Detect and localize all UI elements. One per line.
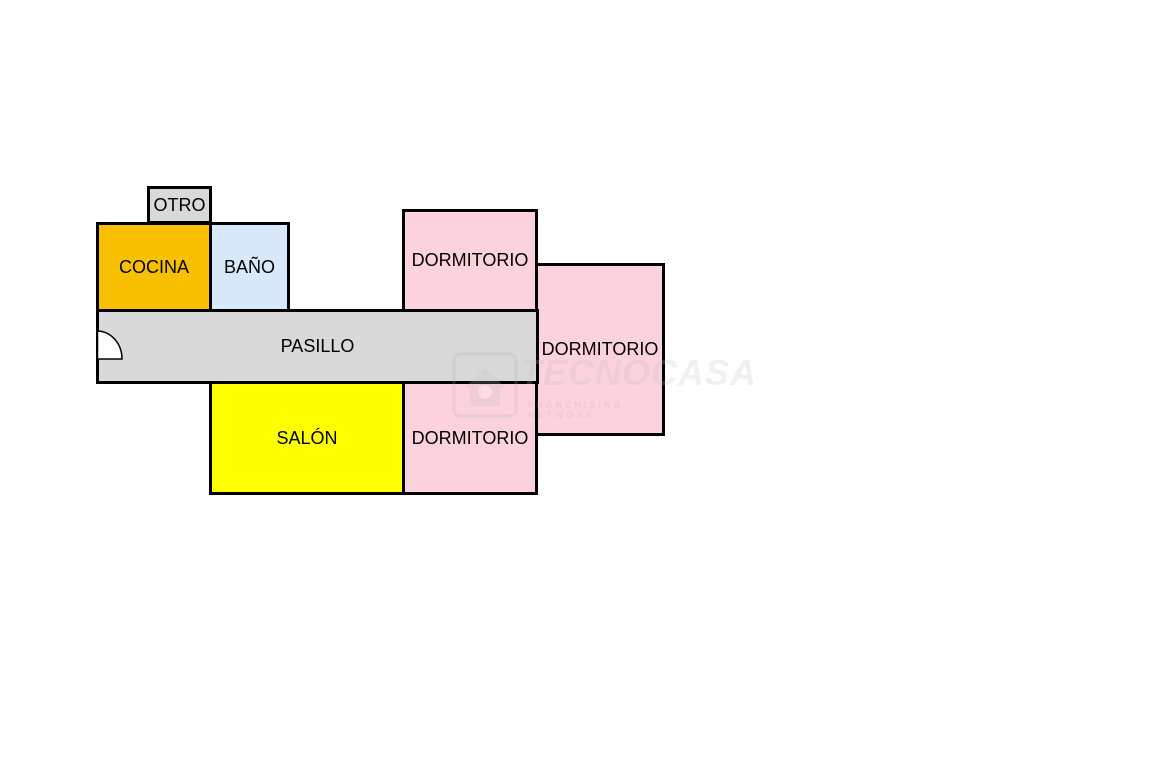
room-label-cocina: COCINA — [118, 256, 189, 277]
room-label-pasillo: PASILLO — [280, 336, 355, 356]
room-label-dormitorio-2: DORMITORIO — [541, 339, 659, 359]
room-label-otro: OTRO — [153, 194, 206, 215]
room-label-salon: SALÓN — [276, 427, 338, 448]
room-dormitorio-3: DORMITORIO — [402, 381, 538, 495]
room-pasillo: PASILLO — [96, 309, 539, 384]
room-salon: SALÓN — [209, 381, 405, 495]
room-label-dormitorio-1: DORMITORIO — [411, 250, 529, 270]
room-label-bano: BAÑO — [223, 256, 275, 277]
room-cocina: COCINA — [96, 222, 212, 312]
entrance-door-icon — [96, 330, 123, 360]
room-dormitorio-2: DORMITORIO — [535, 263, 665, 436]
room-bano: BAÑO — [209, 222, 290, 312]
room-otro: OTRO — [147, 186, 212, 224]
room-label-dormitorio-3: DORMITORIO — [411, 427, 529, 448]
room-dormitorio-1: DORMITORIO — [402, 209, 538, 312]
